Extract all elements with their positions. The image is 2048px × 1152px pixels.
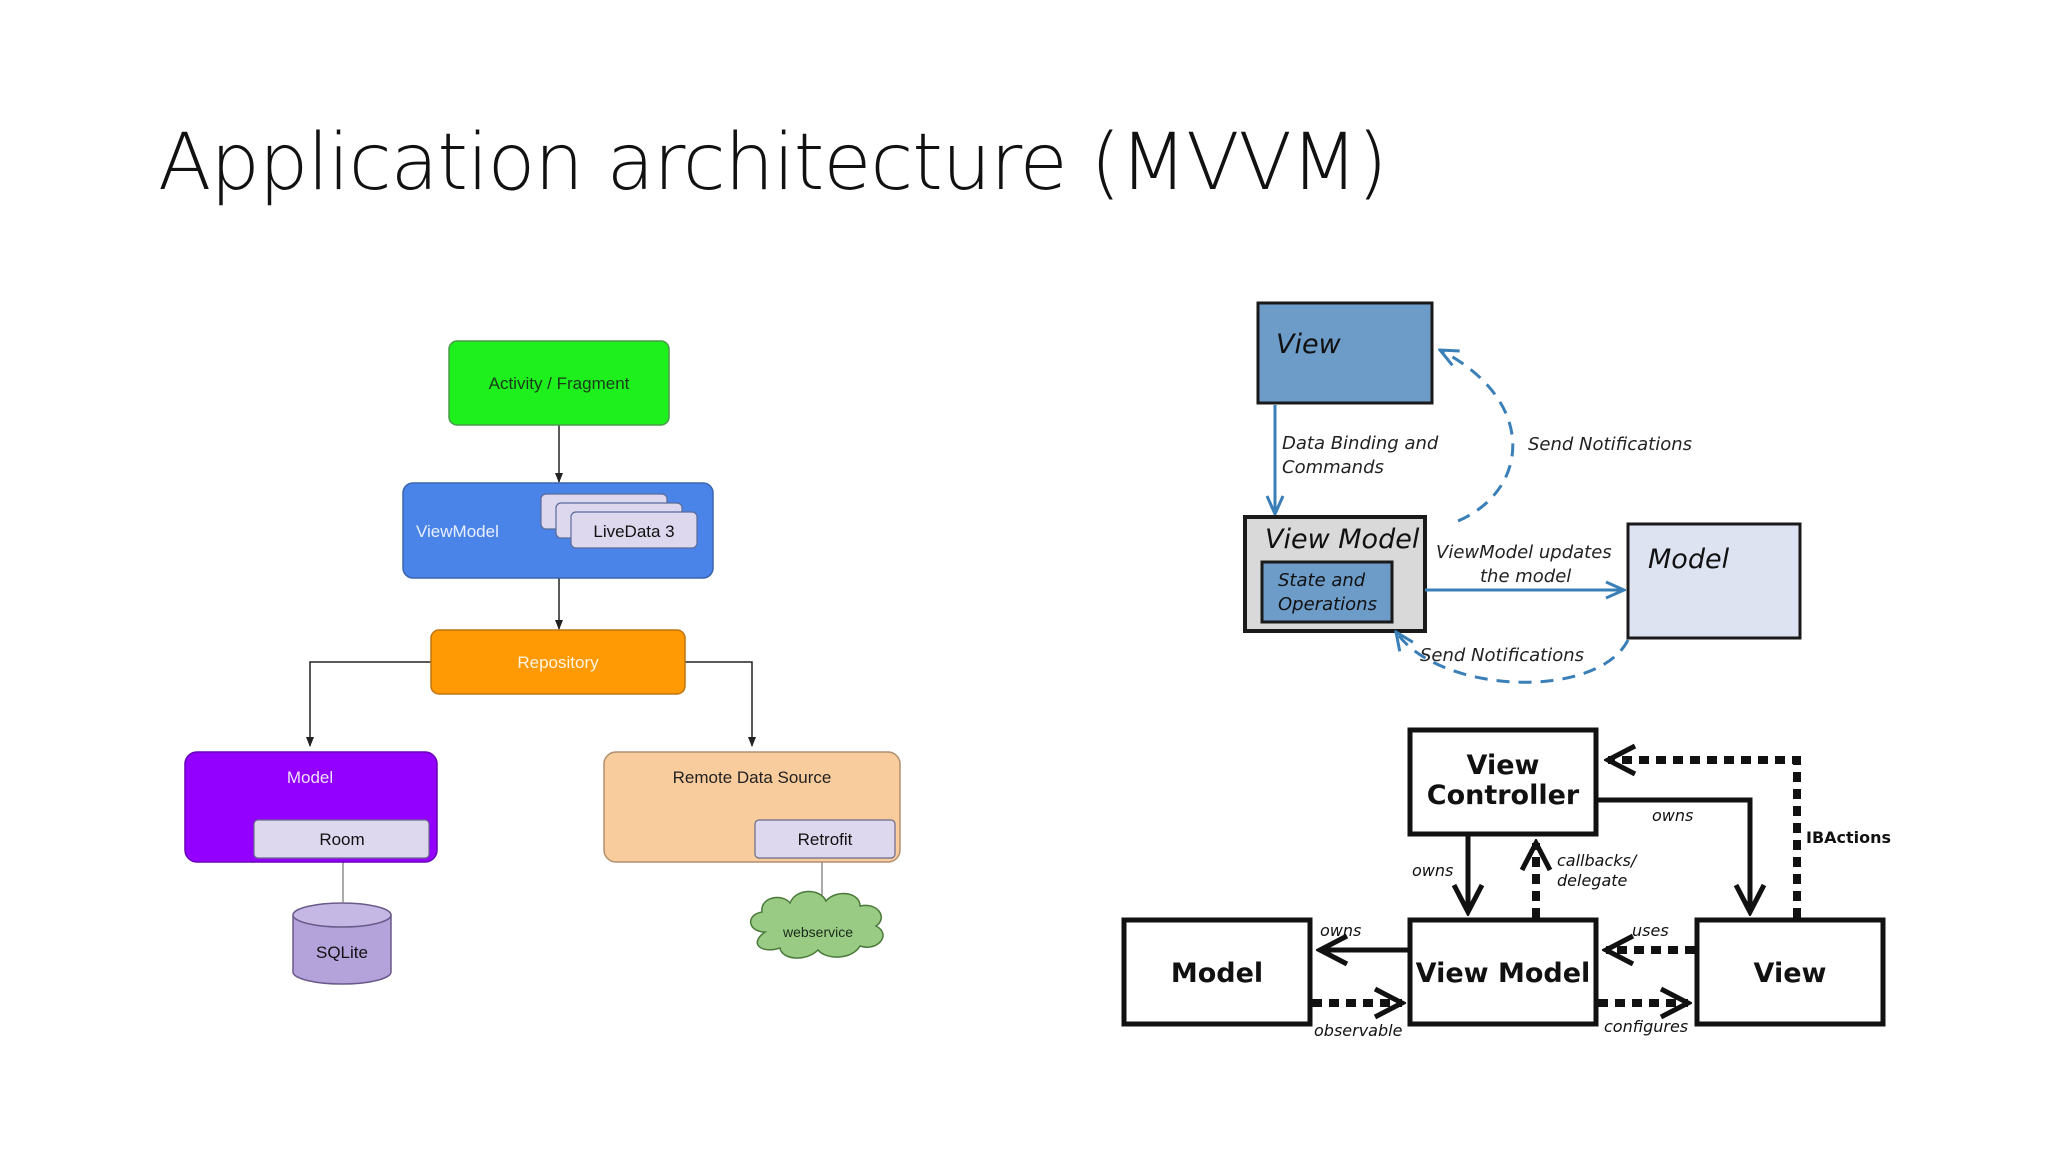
data-binding-label-line1: Data Binding and [1282,433,1439,454]
callbacks-label-line2: delegate [1557,871,1628,890]
mvvm-coordinator-diagram: View Controller Model View Model View ow… [1121,727,1891,1040]
mvvmc-viewmodel-box: View Model [1407,917,1599,1027]
room-box [253,819,430,859]
mvvmc-model-label: Model [1171,958,1263,989]
webservice-label: webservice [782,924,853,940]
retrofit-box [754,819,896,859]
viewmodel-label: ViewModel [416,522,499,541]
mvvm-viewmodel-box: View Model State and Operations [1243,515,1427,633]
updates-label-line2: the model [1480,566,1571,587]
view-controller-box: View Controller [1407,727,1599,837]
model-label: Model [287,768,333,787]
livedata-card-front [570,511,698,549]
mvvm-viewmodel-label: View Model [1265,524,1420,555]
repository-box: Repository [430,629,686,695]
slide-title: Application architecture (MVVM) [158,118,1388,208]
configures-label: configures [1604,1017,1688,1036]
mvvmc-viewmodel-label: View Model [1416,958,1591,989]
state-operations-line2: Operations [1278,594,1377,615]
remote-data-source-box: Remote Data Source Retrofit [603,751,901,863]
activity-fragment-label: Activity / Fragment [489,374,630,393]
updates-label-line1: ViewModel updates [1436,542,1612,563]
state-operations-line1: State and [1278,570,1366,591]
mvvm-view-box: View [1256,301,1434,405]
observable-label: observable [1314,1021,1403,1040]
callbacks-label-line1: callbacks/ [1557,851,1638,870]
send-notifications-bottom-label: Send Notifications [1420,645,1584,666]
owns-top-label: owns [1652,806,1693,825]
sqlite-database-icon: SQLite [292,902,392,985]
mvvmc-model-box: Model [1121,917,1313,1027]
retrofit-label: Retrofit [798,830,853,849]
activity-fragment-box: Activity / Fragment [448,340,670,426]
state-operations-box [1260,560,1394,624]
view-controller-label-line2: Controller [1427,780,1580,811]
viewmodel-box: ViewModel LiveData 3 [402,482,714,579]
mvvm-model-label: Model [1648,544,1730,575]
ibactions-arrow [1608,760,1801,918]
connector-repository-remote [685,661,756,747]
send-notifications-bottom-arrow [1396,632,1630,684]
vc-owns-view-arrow [1598,797,1750,912]
send-notifications-top-label: Send Notifications [1528,434,1692,455]
mvvm-flow-diagram: View Data Binding and Commands Send Noti… [1243,301,1802,684]
mvvm-model-box: Model [1626,522,1802,640]
repository-label: Repository [517,653,599,672]
uses-label: uses [1632,921,1669,940]
remote-data-source-label: Remote Data Source [673,768,832,787]
mvvmc-view-label: View [1754,958,1827,989]
model-box: Model Room [184,751,438,863]
ibactions-label: IBActions [1806,828,1891,847]
owns-left-label: owns [1412,861,1453,880]
mvvmc-view-box: View [1694,917,1886,1027]
mvvm-view-label: View [1276,329,1342,360]
sqlite-label: SQLite [316,943,368,962]
data-binding-label-line2: Commands [1282,457,1384,478]
send-notifications-top-arrow [1440,350,1515,523]
room-label: Room [319,830,364,849]
view-controller-label-line1: View [1467,750,1540,781]
livedata-label: LiveData 3 [593,522,674,541]
connector-repository-model [306,661,431,747]
webservice-cloud-icon: webservice [750,890,884,959]
owns-model-label: owns [1320,921,1361,940]
android-architecture-diagram: Activity / Fragment ViewModel LiveData 3… [184,340,901,985]
